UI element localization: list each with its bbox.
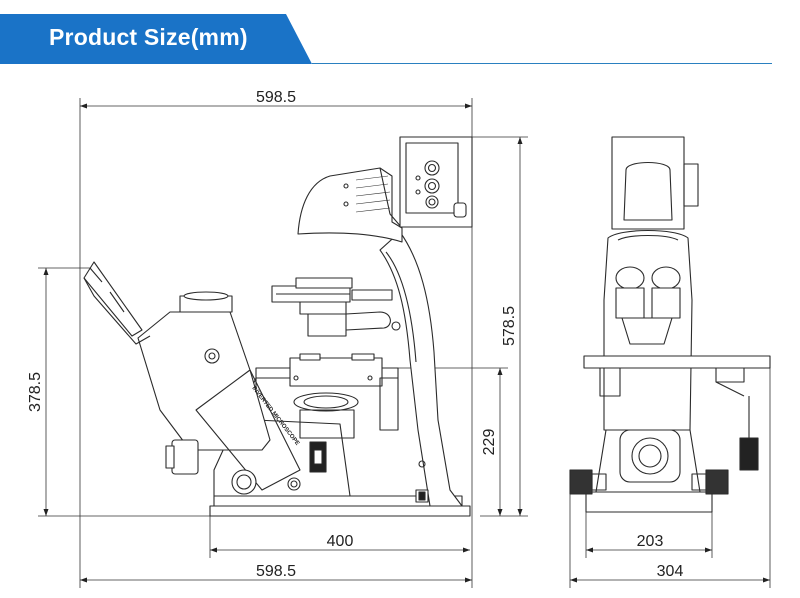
left-eyepiece (615, 266, 645, 290)
camera-port (171, 439, 199, 475)
page-title: Product Size(mm) (49, 24, 248, 50)
front-view-microscope (569, 136, 771, 513)
left-focus-knob (569, 469, 593, 495)
front-view-dimension-lines (569, 356, 771, 588)
dim-front-base-width: 203 (637, 533, 664, 550)
front-base (585, 491, 713, 513)
base-plate (209, 505, 471, 517)
eyepiece-tube (83, 261, 143, 337)
rear-column (379, 231, 463, 507)
front-side-knob (739, 437, 759, 471)
dim-base-width: 400 (327, 533, 354, 550)
dim-overall-width-top: 598.5 (256, 89, 296, 106)
dim-front-overall-width: 304 (657, 563, 684, 580)
dim-eyepiece-height: 378.5 (27, 372, 44, 412)
dim-total-height: 578.5 (501, 306, 518, 346)
front-stage (583, 355, 771, 369)
front-lamp-housing (611, 136, 685, 230)
right-focus-knob (705, 469, 729, 495)
header-divider (312, 63, 772, 64)
dim-stage-height: 229 (481, 429, 498, 456)
side-view-microscope (83, 136, 473, 517)
illumination-arm (297, 167, 403, 243)
stage-holder (289, 357, 383, 387)
dim-overall-width-bottom: 598.5 (256, 563, 296, 580)
binocular-body (137, 311, 271, 451)
header-banner (0, 14, 312, 64)
right-eyepiece (651, 266, 681, 290)
header-banner-shape (0, 14, 312, 64)
